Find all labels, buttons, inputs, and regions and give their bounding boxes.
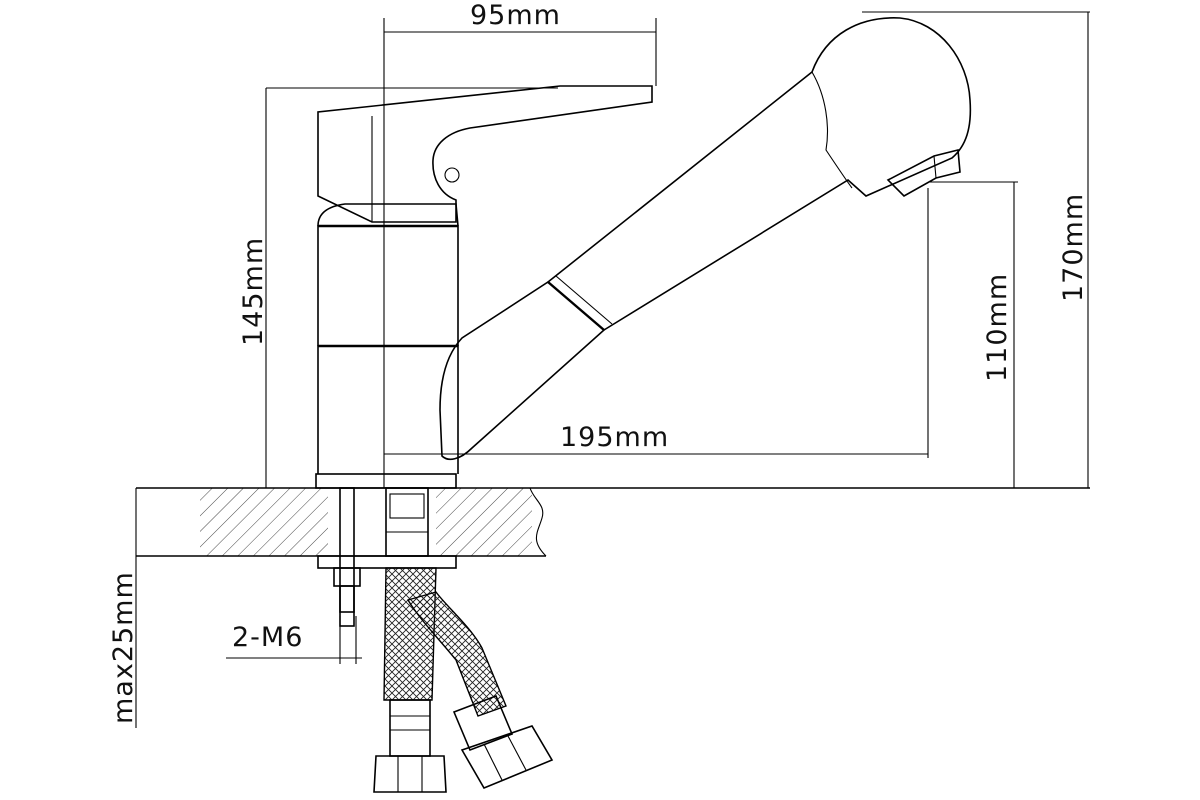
label-outlet-height: 110mm bbox=[982, 273, 1013, 382]
label-mounting-studs: 2-M6 bbox=[232, 622, 303, 653]
faucet-body bbox=[315, 203, 459, 489]
label-body-height: 145mm bbox=[238, 237, 269, 346]
label-total-height: 170mm bbox=[1058, 193, 1089, 302]
lever-handle bbox=[317, 85, 653, 223]
dimension-labels: 95mm 195mm 2-M6 145mm 170mm 110mm max25m… bbox=[108, 0, 1089, 724]
mounting-fittings bbox=[317, 487, 457, 627]
pull-out-spout bbox=[439, 17, 972, 461]
dimension-lines bbox=[135, 11, 1090, 728]
label-lever-reach: 95mm bbox=[470, 0, 561, 31]
countertop bbox=[136, 487, 1090, 557]
label-counter-thickness: max25mm bbox=[108, 571, 139, 724]
flexible-hoses bbox=[373, 567, 554, 793]
label-spout-reach: 195mm bbox=[560, 422, 669, 453]
